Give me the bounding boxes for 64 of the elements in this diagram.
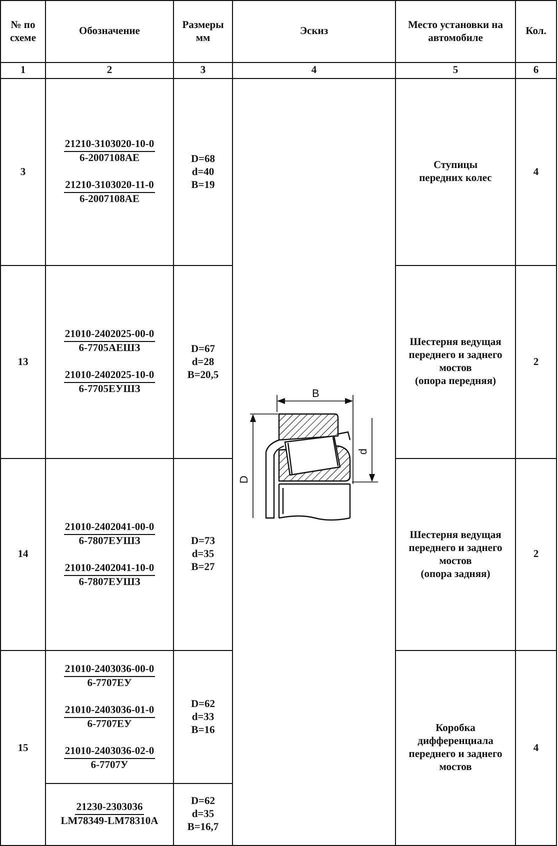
column-header: Эскиз xyxy=(300,25,328,38)
row-number: 15 xyxy=(18,742,28,754)
row-number: 3 xyxy=(20,166,26,178)
column-number: 4 xyxy=(311,64,317,77)
quantity-value: 4 xyxy=(533,166,539,178)
column-number: 6 xyxy=(533,64,539,77)
part-number: 21010-2402041-10-0 xyxy=(64,562,156,576)
part-number: 6-2007108АЕ xyxy=(79,193,140,206)
dimension-value: d=35 xyxy=(192,808,214,821)
column-header: Место установки на автомобиле xyxy=(407,18,504,44)
part-number: 21210-3103020-11-0 xyxy=(64,179,155,193)
part-number: 21010-2403036-01-0 xyxy=(64,704,156,718)
quantity-value: 4 xyxy=(533,742,539,754)
dimension-value: B=16 xyxy=(191,724,215,736)
column-header: Кол. xyxy=(526,25,546,38)
dimension-value: B=19 xyxy=(191,178,215,192)
column-number: 3 xyxy=(200,64,206,77)
column-header: Обозначение xyxy=(79,25,140,38)
location-text: (опора передняя) xyxy=(414,375,496,388)
dimension-value: B=16,7 xyxy=(187,821,219,834)
part-number: 21010-2402025-10-0 xyxy=(64,369,156,383)
dimension-value: B=20,5 xyxy=(187,368,219,382)
quantity-value: 2 xyxy=(533,356,539,368)
column-header: № по схеме xyxy=(9,18,37,44)
part-number: 21010-2402041-00-0 xyxy=(64,520,156,534)
part-number: 21210-3103020-10-0 xyxy=(64,138,156,152)
column-number: 2 xyxy=(106,64,112,77)
dimension-value: d=28 xyxy=(192,356,214,368)
row-number: 14 xyxy=(18,548,28,561)
part-number: 6-7707ЕУ xyxy=(87,718,132,730)
part-number: LM78349-LM78310A xyxy=(60,815,158,828)
part-number: 6-7707У xyxy=(90,758,128,772)
dimension-value: D=62 xyxy=(190,795,216,808)
dimension-value: d=35 xyxy=(192,548,214,561)
location-text: Шестерня ведущая переднего и заднего мостов xyxy=(408,336,504,375)
location-text: Коробка дифференциала переднего и заднего мостов xyxy=(408,722,504,774)
dimension-value: D=67 xyxy=(190,342,216,356)
part-number: 21010-2403036-00-0 xyxy=(64,662,156,676)
part-number: 21010-2402025-00-0 xyxy=(64,328,156,342)
dimension-value: d=40 xyxy=(192,166,214,178)
part-number: 21010-2403036-02-0 xyxy=(64,744,156,758)
dimension-letter: B xyxy=(312,389,320,400)
dimension-value: D=73 xyxy=(190,535,216,548)
dimension-value: d=33 xyxy=(192,710,214,724)
dimension-value: D=62 xyxy=(190,698,216,710)
row-number: 13 xyxy=(18,356,28,368)
part-number: 21230-2303036 xyxy=(75,801,144,815)
location-text: Ступицы передних колес xyxy=(418,159,493,185)
quantity-value: 2 xyxy=(533,548,539,561)
column-header: Размеры мм xyxy=(181,18,225,44)
part-number: 6-7707ЕУ xyxy=(87,676,132,690)
part-number: 6-7807ЕУШЗ xyxy=(78,576,140,588)
location-text: Шестерня ведущая переднего и заднего мостов xyxy=(408,528,504,568)
part-number: 6-2007108АЕ xyxy=(79,152,140,165)
location-text: (опора задняя) xyxy=(420,568,490,580)
part-number: 6-7807ЕУШЗ xyxy=(78,534,140,548)
dimension-value: D=68 xyxy=(190,152,216,166)
column-number: 5 xyxy=(452,64,458,77)
part-number: 6-7705АЕШЗ xyxy=(78,342,140,355)
dimension-value: B=27 xyxy=(191,561,215,574)
column-number: 1 xyxy=(20,64,26,77)
dimension-letter: d xyxy=(358,448,370,455)
dimension-letter: D xyxy=(239,476,250,484)
part-number: 6-7705ЕУШЗ xyxy=(78,383,140,396)
